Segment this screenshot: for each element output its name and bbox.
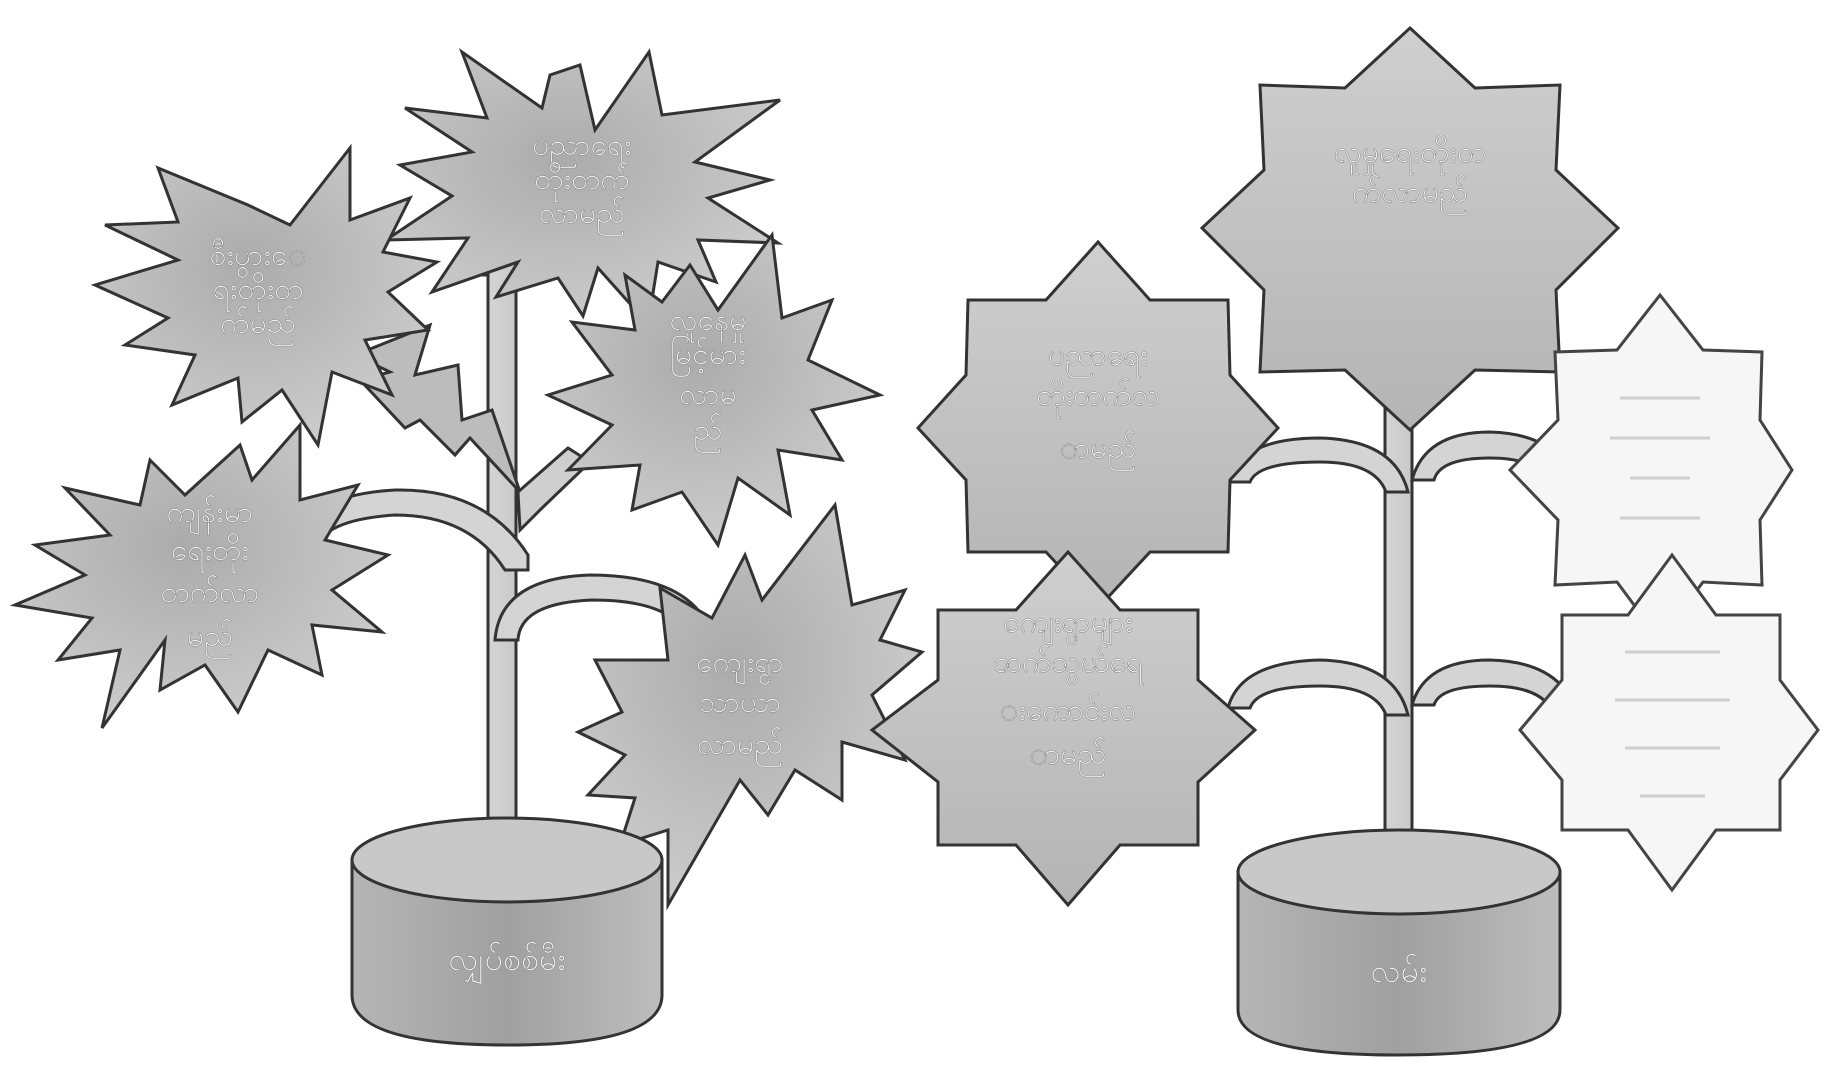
burst-education-label: ပညာရေး တိုးတက် လာမည် <box>532 128 632 237</box>
right-tree: လူမှုရေးတိုးတ က်လာမည် ပညာရေး တိုးတက်လ ာမ… <box>872 28 1818 1055</box>
villages-line-3: းကောင်းလ <box>1000 693 1137 728</box>
right-pot-label: လမ်း <box>1371 952 1427 990</box>
living-line-2: မြင့်မား <box>670 335 746 378</box>
star-education <box>918 242 1278 608</box>
star-blank-2 <box>1520 555 1818 890</box>
rural-line-1: ကျေးရွာ <box>696 645 784 686</box>
r-education-line-2: တိုးတက်လ <box>1036 378 1160 419</box>
health-line-3: တက်လာ <box>160 575 259 610</box>
right-pot: လမ်း <box>1238 830 1560 1055</box>
burst-rural-label: ကျေးရွာ သာယာ လာမည် <box>696 645 784 768</box>
living-line-4: ည် <box>693 413 722 454</box>
living-line-3: လာမ <box>679 377 737 412</box>
rural-line-3: လာမည် <box>697 727 784 768</box>
social-line-2: က်လာမည် <box>1352 175 1468 216</box>
social-line-1: လူမှုရေးတိုးတ <box>1334 135 1486 176</box>
education-line-3: လာမည် <box>539 196 626 237</box>
burst-business-label: စီးပွားေ ရးတိုးတ က်မည် <box>209 238 306 347</box>
villages-line-4: ာမည် <box>1029 737 1106 778</box>
r-education-line-3: ာမည် <box>1059 431 1136 472</box>
villages-line-2: ဆက်သွယ်ရေ <box>993 645 1145 686</box>
health-line-2: ရေးတိုး <box>171 533 249 574</box>
right-branch-lower-left <box>1228 660 1408 715</box>
left-tree: ပညာရေး တိုးတက် လာမည် စီးပွားေ ရးတိုးတ က်… <box>15 52 922 1045</box>
rural-line-2: သာယာ <box>699 685 782 720</box>
health-line-1: ကျန်းမာ <box>167 495 254 536</box>
business-line-3: က်မည် <box>220 306 296 347</box>
left-pot: လျှပ်စစ်မီး <box>352 818 662 1045</box>
villages-line-1: ကျေးရွာများ <box>1003 605 1132 646</box>
r-education-line-1: ပညာရေး <box>1048 338 1148 379</box>
star-social-label: လူမှုရေးတိုးတ က်လာမည် <box>1334 135 1486 216</box>
health-line-4: မည် <box>187 619 233 660</box>
left-pot-label: လျှပ်စစ်မီး <box>449 940 566 984</box>
